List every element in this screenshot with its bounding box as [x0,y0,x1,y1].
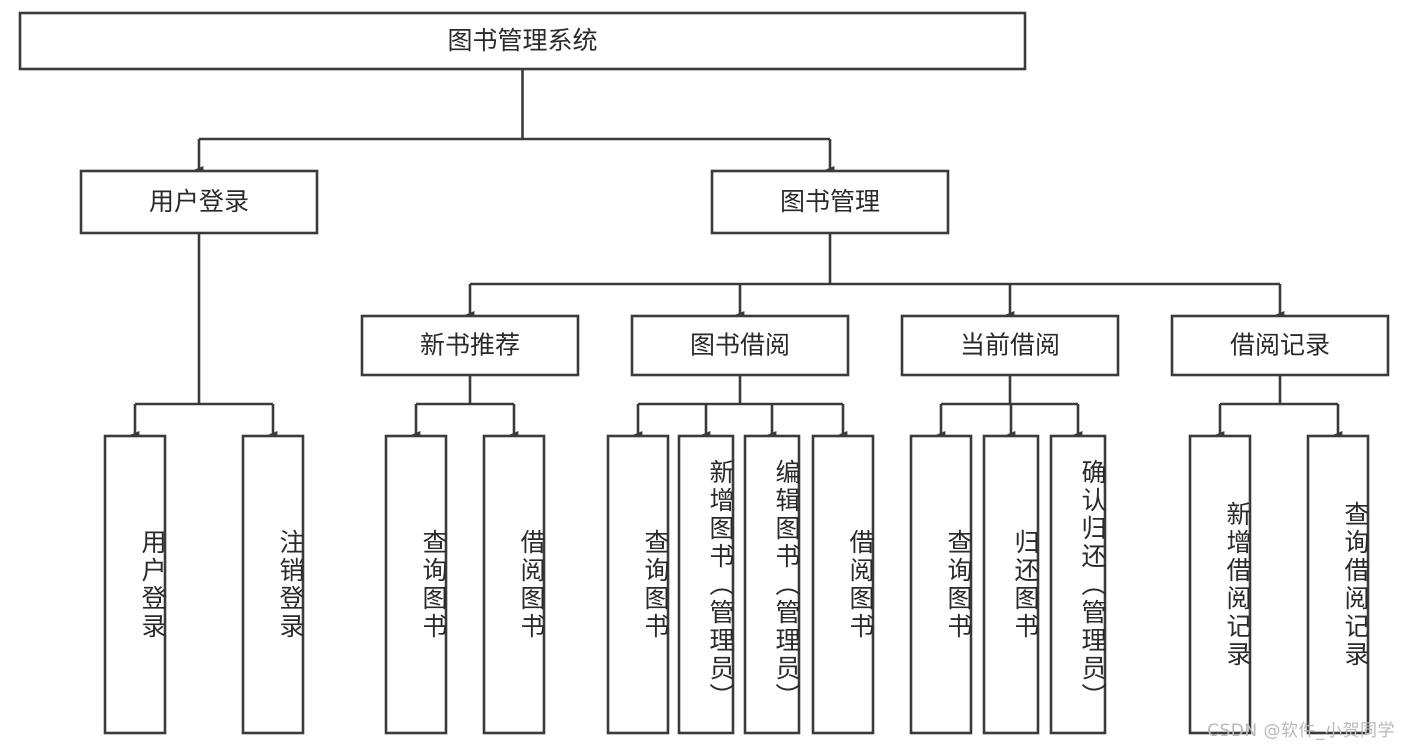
node-box[interactable] [79,169,319,235]
node-box[interactable] [811,434,875,735]
node-box[interactable] [103,434,167,735]
node-label: 图书借阅 [690,331,790,360]
node-box[interactable] [982,434,1040,735]
watermark: CSDN @软件_小贺同学 [1207,721,1395,741]
node-l4[interactable] [482,434,546,735]
node-box[interactable] [1170,314,1390,377]
node-box[interactable] [606,434,670,735]
node-n_record[interactable]: 借阅记录 [1170,314,1390,377]
node-label: 借阅记录 [1230,331,1330,360]
node-box[interactable] [360,314,580,377]
node-box[interactable] [1306,434,1370,735]
node-box[interactable] [384,434,448,735]
node-l11[interactable] [1049,434,1107,735]
node-label: 用户登录 [149,187,249,216]
node-box[interactable] [909,434,973,735]
node-box[interactable] [241,434,305,735]
node-box[interactable] [18,11,1027,71]
node-n_borrow[interactable]: 图书借阅 [630,314,850,377]
node-l8[interactable] [811,434,875,735]
node-n_new_rec[interactable]: 新书推荐 [360,314,580,377]
node-n_user_login[interactable]: 用户登录 [79,169,319,235]
node-label: 新书推荐 [420,331,520,360]
node-label: 图书管理系统 [447,26,597,55]
node-box[interactable] [743,434,801,735]
node-n_current[interactable]: 当前借阅 [900,314,1120,377]
node-box[interactable] [900,314,1120,377]
node-l5[interactable] [606,434,670,735]
node-l10[interactable] [982,434,1040,735]
node-l1[interactable] [103,434,167,735]
node-l6[interactable] [677,434,735,735]
node-box[interactable] [710,169,950,235]
node-l3[interactable] [384,434,448,735]
node-box[interactable] [630,314,850,377]
node-l13[interactable] [1306,434,1370,735]
edge-layer [130,69,1343,439]
node-label: 图书管理 [780,187,880,216]
node-n_book_mgmt[interactable]: 图书管理 [710,169,950,235]
node-root[interactable]: 图书管理系统 [18,11,1027,71]
node-box[interactable] [1188,434,1252,735]
node-l12[interactable] [1188,434,1252,735]
node-l2[interactable] [241,434,305,735]
node-box[interactable] [482,434,546,735]
node-l7[interactable] [743,434,801,735]
node-box[interactable] [1049,434,1107,735]
node-l9[interactable] [909,434,973,735]
node-box[interactable] [677,434,735,735]
node-label: 当前借阅 [960,331,1060,360]
